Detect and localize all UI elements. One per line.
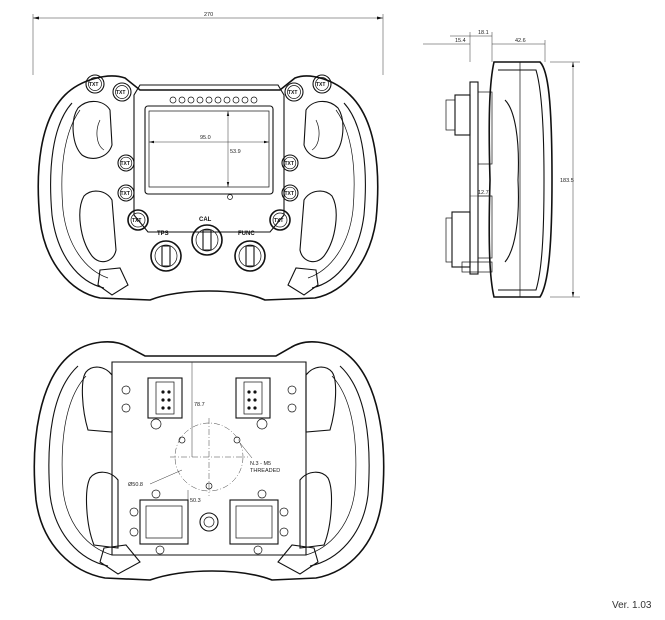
knob-cal: CAL <box>191 217 223 256</box>
rear-note-line2: THREADED <box>250 468 280 474</box>
display-height-dim: 53.9 <box>230 149 241 155</box>
svg-text:TXT: TXT <box>132 218 141 224</box>
side-dim-lower: 12.7 <box>478 190 489 196</box>
led-row <box>169 96 258 104</box>
side-view: 18.1 15.4 42.6 183.5 12.7 <box>423 30 580 298</box>
txt-button-mr2: TXT <box>281 184 299 202</box>
side-dim-top-a: 18.1 <box>478 30 489 36</box>
svg-text:TXT: TXT <box>285 191 294 197</box>
rear-note-line1: N.3 - M5 <box>250 461 271 467</box>
svg-text:TXT: TXT <box>116 90 125 96</box>
version-label: Ver. 1.03 <box>612 600 652 611</box>
side-dim-top-b: 15.4 <box>455 38 466 44</box>
svg-text:TXT: TXT <box>121 191 130 197</box>
svg-text:TXT: TXT <box>316 82 325 88</box>
svg-text:TXT: TXT <box>285 161 294 167</box>
txt-button-tl2: TXT <box>112 82 132 102</box>
svg-text:TXT: TXT <box>274 218 283 224</box>
side-dim-height: 183.5 <box>560 178 574 184</box>
svg-text:TXT: TXT <box>288 90 297 96</box>
svg-text:TXT: TXT <box>121 161 130 167</box>
txt-button-tl: TXT <box>85 74 105 94</box>
txt-button-ml2: TXT <box>117 184 135 202</box>
txt-button-br: TXT <box>269 209 291 231</box>
side-dim-top-c: 42.6 <box>515 38 526 44</box>
svg-text:TPS: TPS <box>157 231 169 237</box>
rear-dim-vertical: 78.7 <box>194 402 205 408</box>
svg-text:CAL: CAL <box>199 217 212 223</box>
txt-button-ml: TXT <box>117 154 135 172</box>
knob-func: FUNC <box>234 231 266 272</box>
front-view: 270 <box>32 12 384 301</box>
svg-text:FUNC: FUNC <box>238 231 255 237</box>
overall-width-dim: 270 <box>204 12 213 18</box>
txt-button-bl: TXT <box>127 209 149 231</box>
rear-dim-lower: 50.3 <box>190 498 201 504</box>
display-width-dim: 95.0 <box>200 135 211 141</box>
txt-button-tr2: TXT <box>284 82 304 102</box>
txt-button-mr: TXT <box>281 154 299 172</box>
knob-tps: TPS <box>150 231 182 272</box>
rear-dim-circle: Ø50.8 <box>128 482 143 488</box>
rear-view: 78.7 Ø50.8 50.3 N.3 - M5 THREADED <box>33 341 385 581</box>
txt-button-tr: TXT <box>312 74 332 94</box>
svg-text:TXT: TXT <box>89 82 98 88</box>
display-outline <box>144 105 274 195</box>
